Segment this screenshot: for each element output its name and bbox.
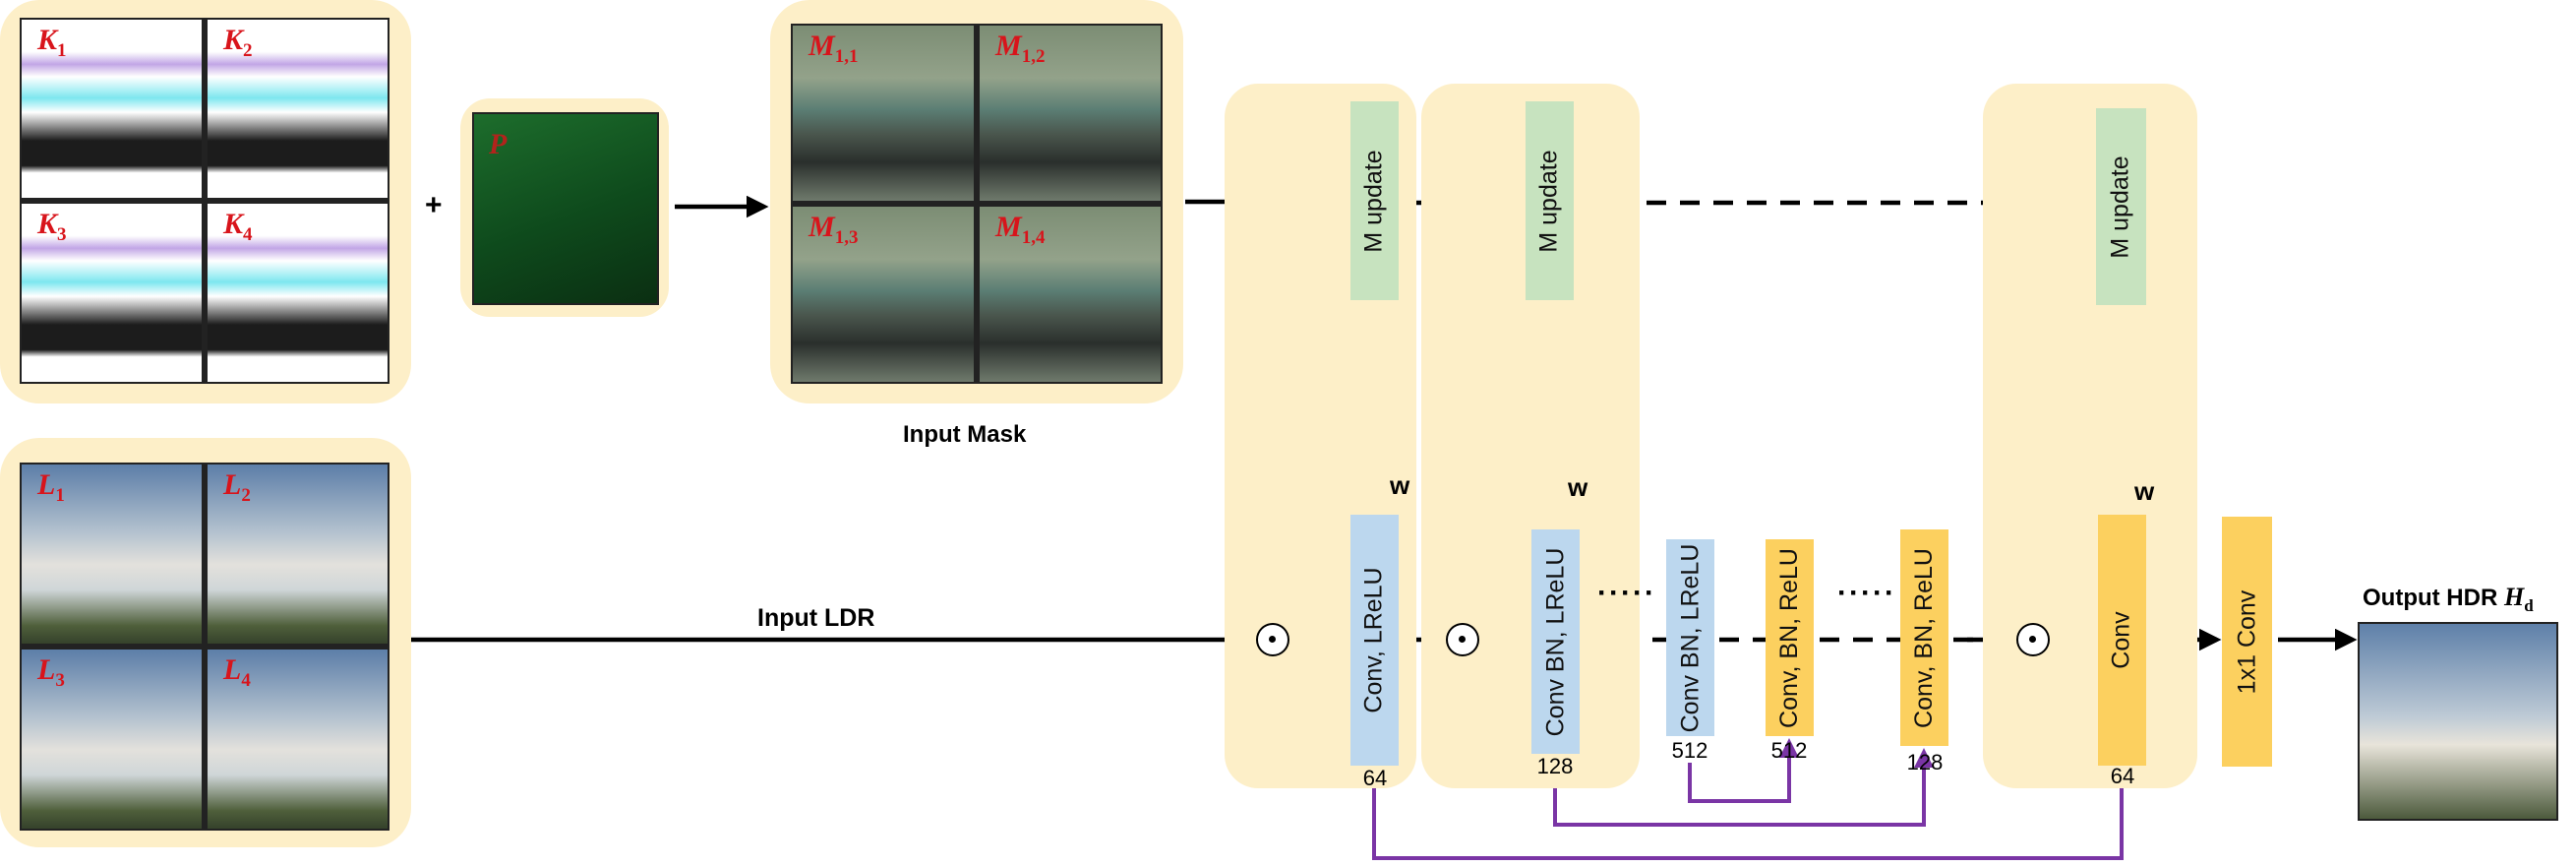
p-label: P bbox=[489, 128, 508, 160]
ellipsis-1: ····· bbox=[1597, 577, 1656, 609]
ldr-tile-2 bbox=[206, 463, 389, 646]
masks-label-4: M1,4 bbox=[995, 211, 1046, 248]
skip-connection-64 bbox=[1372, 768, 2131, 860]
m-update-block-3: M update bbox=[2096, 108, 2146, 305]
layer-block-6: Conv bbox=[2098, 515, 2146, 766]
final-conv-block: 1x1 Conv bbox=[2222, 517, 2272, 767]
ldr-label-3: L3 bbox=[37, 653, 65, 691]
multiply-node-1 bbox=[1256, 623, 1289, 656]
kernels-label-2: K2 bbox=[223, 24, 253, 61]
ldr-tile-4 bbox=[206, 648, 389, 831]
layer-block-2: Conv BN, LReLU bbox=[1531, 529, 1580, 754]
p-image bbox=[472, 112, 659, 305]
ldr-label-2: L2 bbox=[223, 468, 251, 506]
input-mask-label: Input Mask bbox=[903, 421, 1027, 448]
kernels-tile-4 bbox=[206, 202, 389, 384]
output-hdr-image bbox=[2358, 622, 2558, 821]
kernels-label-3: K3 bbox=[37, 208, 67, 245]
kernels-tile-3 bbox=[20, 202, 204, 384]
ldr-label-1: L1 bbox=[37, 468, 65, 506]
channels-6: 64 bbox=[2110, 764, 2135, 788]
skip-connection-512 bbox=[1688, 738, 1799, 803]
ellipsis-2: ····· bbox=[1837, 577, 1896, 609]
skip-connection-128 bbox=[1553, 748, 1934, 827]
layer-block-4: Conv, BN, ReLU bbox=[1766, 539, 1814, 736]
w-label-2: w bbox=[1568, 472, 1588, 502]
multiply-node-3 bbox=[2016, 623, 2050, 656]
kernels-label-4: K4 bbox=[223, 208, 253, 245]
w-label-3: w bbox=[2134, 476, 2155, 506]
channels-1: 64 bbox=[1362, 766, 1388, 790]
ldr-label-4: L4 bbox=[223, 653, 251, 691]
plus-sign: + bbox=[425, 189, 443, 221]
channels-4: 512 bbox=[1770, 738, 1808, 763]
multiply-node-2 bbox=[1446, 623, 1479, 656]
kernels-label-1: K1 bbox=[37, 24, 67, 61]
m-update-block-1: M update bbox=[1350, 101, 1399, 300]
kernels-tile-2 bbox=[206, 18, 389, 200]
masks-tile-1 bbox=[791, 24, 976, 203]
masks-tile-2 bbox=[978, 24, 1163, 203]
layer-block-1: Conv, LReLU bbox=[1350, 515, 1399, 766]
masks-tile-3 bbox=[791, 205, 976, 384]
channels-5: 128 bbox=[1906, 750, 1944, 774]
masks-label-1: M1,1 bbox=[809, 30, 859, 67]
channels-2: 128 bbox=[1536, 754, 1574, 778]
layer-block-5: Conv, BN, ReLU bbox=[1900, 529, 1948, 746]
m-update-block-2: M update bbox=[1526, 101, 1574, 300]
w-label-1: w bbox=[1390, 470, 1410, 500]
ldr-tile-1 bbox=[20, 463, 204, 646]
layer-block-3: Conv BN, LReLU bbox=[1666, 539, 1714, 736]
output-label: Output HDR Hd bbox=[2363, 583, 2534, 615]
kernels-tile-1 bbox=[20, 18, 204, 200]
ldr-tile-3 bbox=[20, 648, 204, 831]
input-ldr-label: Input LDR bbox=[757, 604, 875, 632]
masks-tile-4 bbox=[978, 205, 1163, 384]
masks-label-3: M1,3 bbox=[809, 211, 859, 248]
channels-3: 512 bbox=[1671, 738, 1708, 763]
stage-panel-3 bbox=[1983, 84, 2197, 788]
masks-label-2: M1,2 bbox=[995, 30, 1046, 67]
